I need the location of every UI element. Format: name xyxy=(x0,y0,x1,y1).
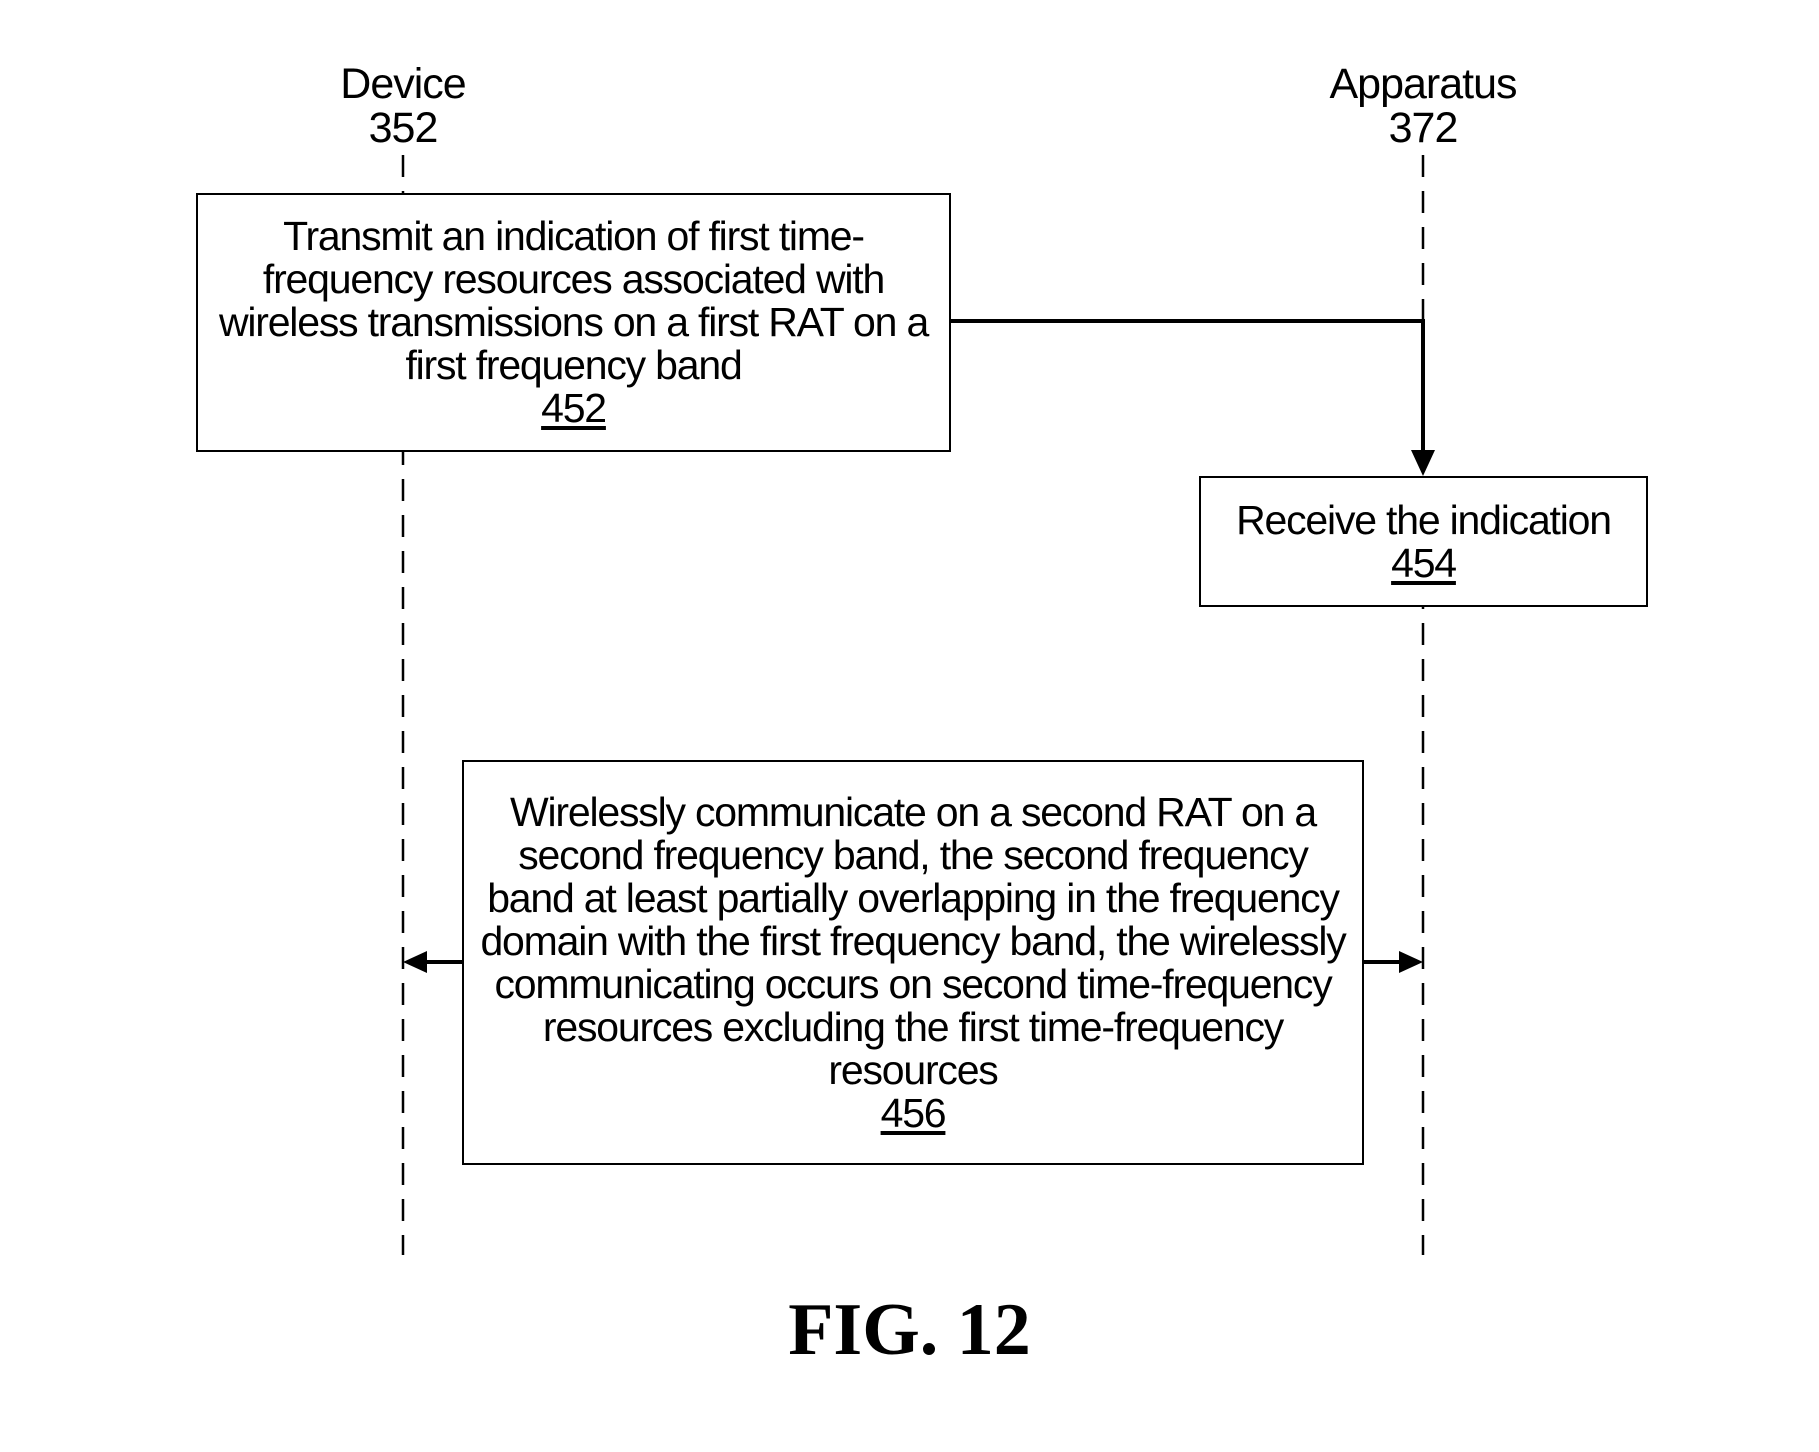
indication-arrowhead xyxy=(1411,450,1435,476)
apparatus-name: Apparatus xyxy=(1329,60,1517,108)
apparatus-ref: 372 xyxy=(1388,104,1459,152)
step-box-wireless-communicate: Wirelessly communicate on a second RAT o… xyxy=(462,760,1364,1165)
apparatus-label: Apparatus 372 xyxy=(1273,62,1573,150)
step-ref: 454 xyxy=(1391,539,1457,586)
step-ref: 456 xyxy=(880,1089,947,1136)
device-label: Device 352 xyxy=(253,62,553,150)
device-name: Device xyxy=(340,60,466,108)
step-ref: 452 xyxy=(541,385,607,431)
step-text: Receive the indication xyxy=(1236,496,1612,543)
figure-caption: FIG. 12 xyxy=(788,1289,1031,1371)
step-box-receive-indication: Receive the indication 454 xyxy=(1199,476,1648,607)
step-text: Wirelessly communicate on a second RAT o… xyxy=(480,788,1346,1093)
step-text: Transmit an indication of first time-fre… xyxy=(218,213,929,388)
step-box-transmit-indication: Transmit an indication of first time-fre… xyxy=(196,193,951,452)
to-apparatus-arrowhead xyxy=(1399,951,1423,973)
device-ref: 352 xyxy=(368,104,439,152)
to-device-arrowhead xyxy=(403,951,427,973)
indication-arrow-line xyxy=(950,319,1425,452)
